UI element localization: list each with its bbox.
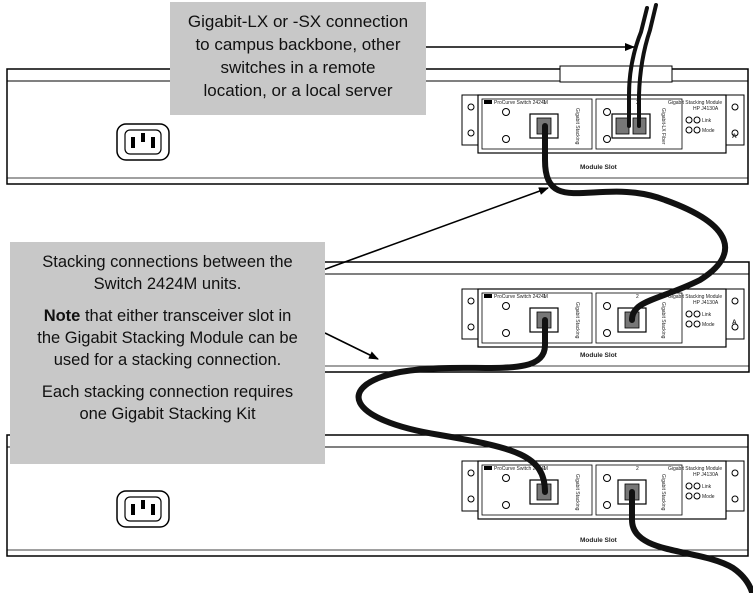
transceiver-alt-label: Gigabit-LX Fiber	[660, 108, 666, 145]
power-connector	[116, 123, 170, 161]
callout-line: to campus backbone, other	[195, 35, 401, 54]
switch-unit-3: ProCurve Switch 2424M 1 2 Gigabit Stacki…	[6, 434, 749, 557]
callout-line: Gigabit-LX or -SX connection	[187, 12, 409, 31]
led-mode-label: Mode	[702, 322, 715, 328]
callout-line: location, or a local server	[203, 81, 393, 100]
uplink-callout: Gigabit-LX or -SX connection to campus b…	[170, 2, 426, 115]
module-slot-label: Module Slot	[580, 537, 618, 544]
led-link-label: Link	[702, 484, 712, 490]
model-label: ProCurve Switch 2424M	[494, 100, 548, 106]
model-label: ProCurve Switch 2424M	[494, 294, 548, 300]
module-label: Gigabit Stacking Module	[668, 294, 722, 300]
port-1-label: 1	[543, 466, 546, 472]
edge-mark: A	[732, 133, 737, 140]
external-cable	[629, 489, 753, 593]
transceiver-label: Gigabit Stacking	[660, 474, 666, 511]
callout-line: that either transceiver slot in	[80, 307, 292, 325]
callout-paragraph: Note that either transceiver slot in the…	[18, 305, 317, 371]
callout-line: Each stacking connection requires	[41, 383, 294, 401]
part-label: HP J4130A	[693, 106, 719, 112]
edge-mark: A	[732, 319, 737, 326]
stacking-cable-1	[542, 123, 729, 323]
callout-line: used for a stacking connection.	[53, 351, 282, 369]
cables	[355, 3, 753, 593]
arrow-to-stacking-cable-2	[324, 332, 379, 360]
led-link-label: Link	[702, 312, 712, 318]
module-slot-label: Module Slot	[580, 352, 618, 359]
transceiver-label: Gigabit Stacking	[574, 474, 580, 511]
power-connector	[116, 490, 170, 528]
stacking-cable-2	[355, 317, 548, 495]
stacking-module: ProCurve Switch 2424M 1 2 Gigabit Stacki…	[477, 94, 727, 154]
port-1-label: 1	[543, 294, 546, 300]
module-label: Gigabit Stacking Module	[668, 466, 722, 472]
transceiver-label: Gigabit Stacking	[574, 108, 580, 145]
led-mode-label: Mode	[702, 494, 715, 500]
port-1-label: 1	[543, 100, 546, 106]
callout-paragraph: Each stacking connection requires one Gi…	[18, 381, 317, 425]
port-2-label: 2	[636, 294, 639, 300]
module-slot-label: Module Slot	[580, 164, 618, 171]
stacking-module: ProCurve Switch 2424M 1 2 Gigabit Stacki…	[477, 288, 727, 348]
stacking-callout: Stacking connections between the Switch …	[10, 242, 325, 464]
callout-line: switches in a remote	[220, 58, 376, 77]
switch-unit-2: ProCurve Switch 2424M 1 2 Gigabit Stacki…	[318, 261, 750, 373]
transceiver-label: Gigabit Stacking	[574, 302, 580, 339]
led-mode-label: Mode	[702, 128, 715, 134]
stacking-module: ProCurve Switch 2424M 1 2 Gigabit Stacki…	[477, 460, 727, 520]
callout-line: Switch 2424M units.	[93, 275, 242, 293]
part-label: HP J4130A	[693, 300, 719, 306]
port-2-label: 2	[636, 466, 639, 472]
led-link-label: Link	[702, 118, 712, 124]
uplink-cable	[627, 6, 649, 128]
part-label: HP J4130A	[693, 472, 719, 478]
transceiver-label: Gigabit Stacking	[660, 302, 666, 339]
model-label: ProCurve Switch 2424M	[494, 466, 548, 472]
note-label: Note	[43, 307, 81, 325]
uplink-cable	[637, 3, 658, 128]
callout-line: the Gigabit Stacking Module can be	[37, 329, 298, 347]
callout-line: Stacking connections between the	[42, 253, 293, 271]
callout-paragraph: Stacking connections between the Switch …	[18, 251, 317, 295]
module-label: Gigabit Stacking Module	[668, 100, 722, 106]
callout-line: one Gigabit Stacking Kit	[79, 405, 256, 423]
